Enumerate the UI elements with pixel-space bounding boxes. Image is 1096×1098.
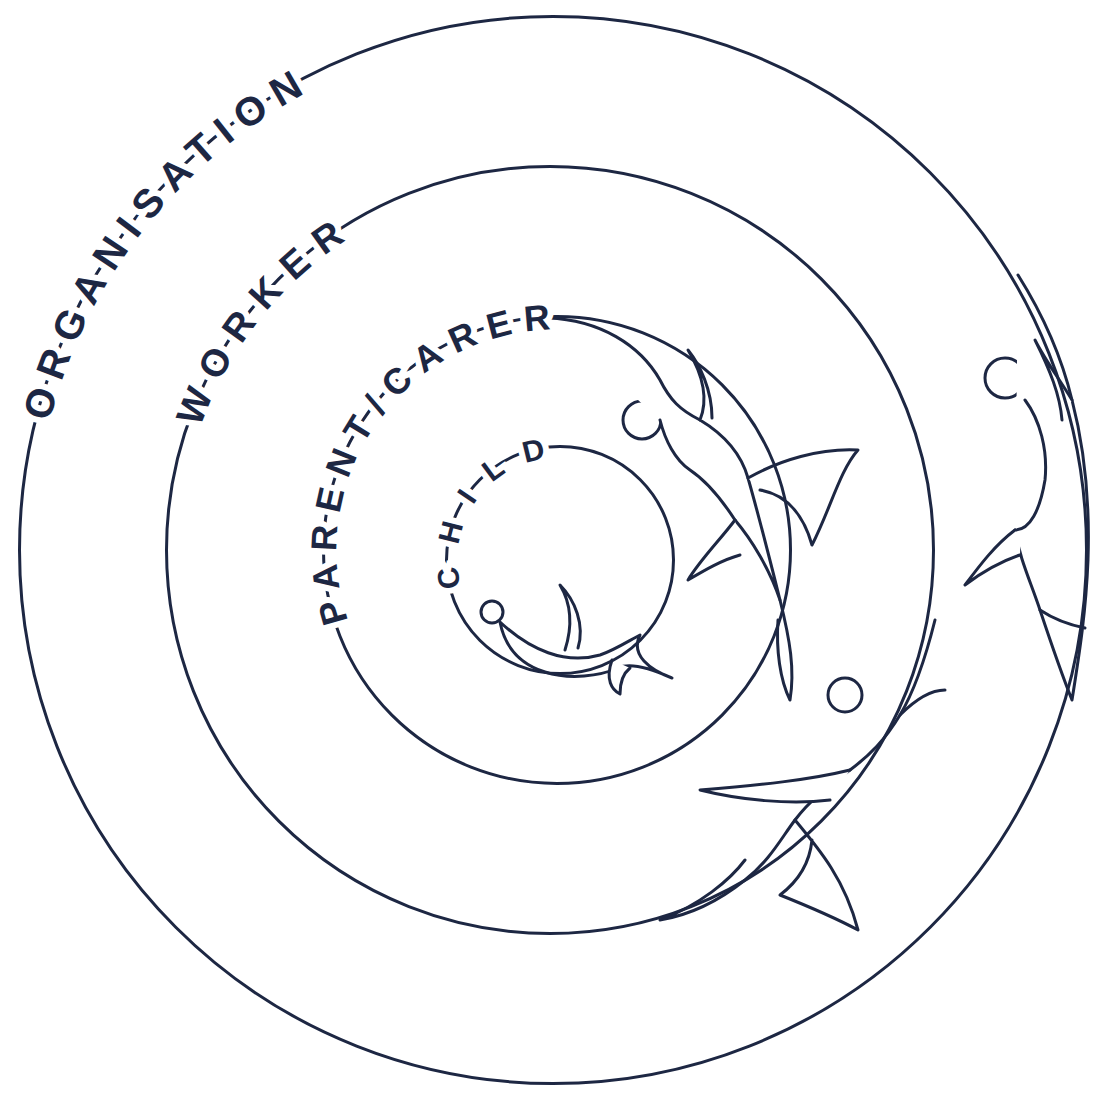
ring-circle [167,167,934,934]
ring-outline: CHILD [445,445,675,675]
ring-label: PARENT/CARER [303,296,552,630]
ring-outline: ORGANISATION [18,15,1088,1085]
ring-node: WORKERPARENT/CARERCHILD [165,165,935,935]
worker-figure [660,620,945,930]
ring-node: ORGANISATIONWORKERPARENT/CARERCHILD [18,15,1088,1085]
ring-node: CHILD [445,445,675,675]
ring-label: ORGANISATION [15,62,309,424]
ring-circle [447,447,674,674]
ring-label: CHILD [430,431,548,591]
ring-outline: WORKER [165,165,935,935]
parent-figure [548,318,858,700]
ring-node: PARENT/CARERCHILD [322,315,792,785]
organisation-figure [965,275,1088,700]
child-figure [481,585,672,694]
ring-outline: PARENT/CARER [322,315,792,785]
ring-label: WORKER [168,212,351,430]
